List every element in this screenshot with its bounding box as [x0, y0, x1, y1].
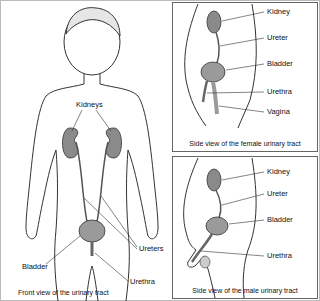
part-label: Bladder [267, 216, 293, 224]
part-label: Kidney [267, 168, 290, 176]
body-outline [185, 4, 206, 126]
vagina [213, 82, 217, 114]
figure-panel: Side view of the female urinary tract [172, 2, 318, 152]
leader-line [207, 92, 264, 93]
leader-line [101, 196, 137, 247]
leader-line [229, 220, 264, 224]
leader-lines [201, 172, 264, 256]
leader-line [96, 110, 111, 131]
urethra [203, 81, 207, 102]
male-organs [192, 169, 228, 268]
body-right [100, 74, 158, 301]
leader-line [84, 198, 137, 249]
leader-line [222, 172, 264, 180]
leader-line [46, 236, 80, 264]
male-silhouette [184, 158, 256, 298]
leader-lines [46, 110, 137, 281]
ureter [97, 142, 108, 222]
ureter [76, 142, 87, 222]
hair [66, 8, 120, 36]
bladder [79, 220, 105, 242]
leader-line [220, 38, 264, 46]
leader-line [222, 12, 264, 21]
leader-line [201, 251, 264, 256]
leader-line [226, 64, 264, 70]
panel-caption: Side view of the female urinary tract [186, 140, 303, 151]
figure-panel: Side view of the male urinary tract [172, 156, 318, 299]
leader-line [219, 106, 264, 112]
body-outline [243, 158, 256, 298]
part-label: Urethra [267, 88, 292, 96]
kidney [207, 169, 221, 191]
bladder [201, 62, 225, 82]
part-label: Vagina [267, 108, 290, 116]
part-label: Urethra [267, 252, 292, 260]
leader-line [72, 110, 82, 131]
part-label: Ureter [267, 34, 288, 42]
leader-lines [207, 12, 264, 112]
part-label: Ureter [267, 190, 288, 198]
ureter [216, 32, 219, 63]
part-label: Ureters [139, 245, 164, 253]
panel-caption: Side view of the male urinary tract [189, 287, 300, 298]
part-label: Urethra [130, 278, 155, 286]
front-organs [63, 128, 122, 256]
child-silhouette [26, 8, 158, 301]
bladder [206, 217, 228, 235]
urethra [91, 242, 94, 256]
female-organs [201, 11, 225, 114]
part-label: Bladder [267, 60, 293, 68]
part-label: Kidney [267, 8, 290, 16]
leader-line [95, 253, 128, 281]
leader-line [222, 194, 264, 205]
part-label: Bladder [22, 263, 48, 271]
testis [200, 256, 210, 268]
kidney [207, 11, 221, 33]
figure-caption: Front view of the urinary tract [18, 289, 109, 297]
ureter [216, 190, 221, 218]
body-outline [238, 4, 256, 128]
part-label: Kidneys [76, 101, 103, 109]
